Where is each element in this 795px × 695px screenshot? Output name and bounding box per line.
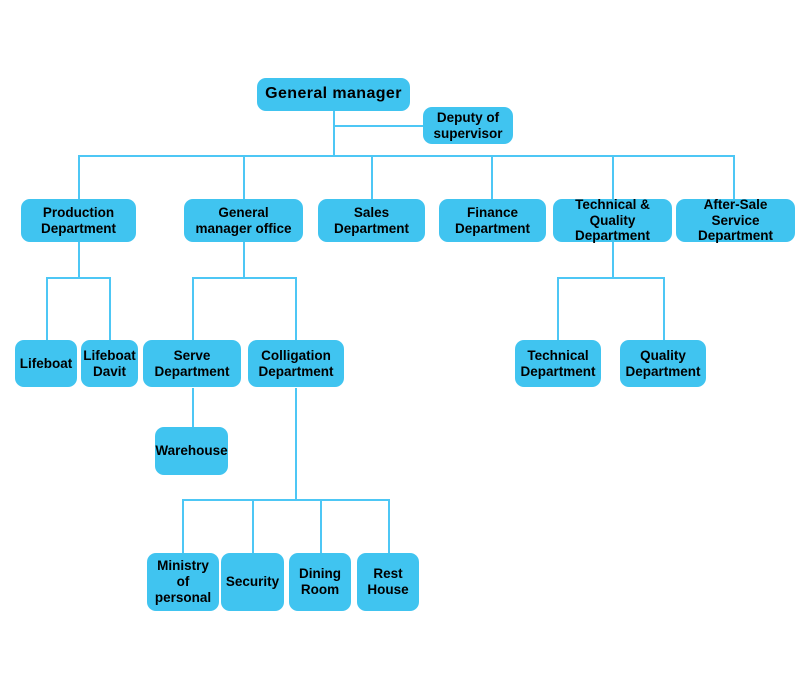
connector-drop-sales [371,155,373,200]
connector-bottom-bus [182,499,389,501]
connector-drop-gm-office [243,155,245,200]
connector-drop-quality [663,277,665,341]
node-deputy-supervisor[interactable]: Deputy of supervisor [423,107,513,144]
connector-gm-stem [333,110,335,156]
connector-drop-dining [320,499,322,554]
node-serve-department[interactable]: Serve Department [143,340,241,387]
node-quality-department[interactable]: Quality Department [620,340,706,387]
connector-serve-to-warehouse [192,388,194,428]
connector-drop-after-sale [733,155,735,200]
node-general-manager-office[interactable]: General manager office [184,199,303,242]
connector-drop-production [78,155,80,200]
connector-tech-quality-stem [612,241,614,278]
node-technical-quality-department[interactable]: Technical & Quality Department [553,197,672,243]
node-lifeboat-davit[interactable]: Lifeboat Davit [81,340,138,387]
connector-drop-security [252,499,254,554]
node-dining-room[interactable]: Dining Room [289,553,351,611]
connector-level2-bus [78,155,734,157]
connector-production-bus [46,277,111,279]
connector-gm-office-bus [192,277,295,279]
connector-drop-ministry [182,499,184,554]
node-finance-department[interactable]: Finance Department [439,199,546,242]
connector-drop-lifeboat [46,277,48,341]
node-security[interactable]: Security [221,553,284,611]
node-rest-house[interactable]: Rest House [357,553,419,611]
connector-drop-rest-house [388,499,390,554]
connector-drop-lifeboat-davit [109,277,111,341]
connector-gm-office-stem [243,241,245,278]
connector-drop-serve [192,277,194,341]
node-colligation-department[interactable]: Colligation Department [248,340,344,387]
connector-tech-quality-bus [557,277,664,279]
connector-colligation-stem [295,388,297,500]
node-general-manager[interactable]: General manager [257,78,410,111]
connector-production-stem [78,241,80,278]
connector-drop-technical [557,277,559,341]
connector-drop-technical-quality [612,155,614,200]
connector-drop-colligation [295,277,297,341]
connector-gm-to-deputy [333,125,424,127]
connector-drop-finance [491,155,493,200]
node-after-sale-service-department[interactable]: After-Sale Service Department [676,197,795,243]
node-sales-department[interactable]: Sales Department [318,199,425,242]
node-ministry-of-personal[interactable]: Ministry of personal [147,553,219,611]
node-lifeboat[interactable]: Lifeboat [15,340,77,387]
node-production-department[interactable]: Production Department [21,199,136,242]
node-warehouse[interactable]: Warehouse [155,427,228,475]
node-technical-department[interactable]: Technical Department [515,340,601,387]
